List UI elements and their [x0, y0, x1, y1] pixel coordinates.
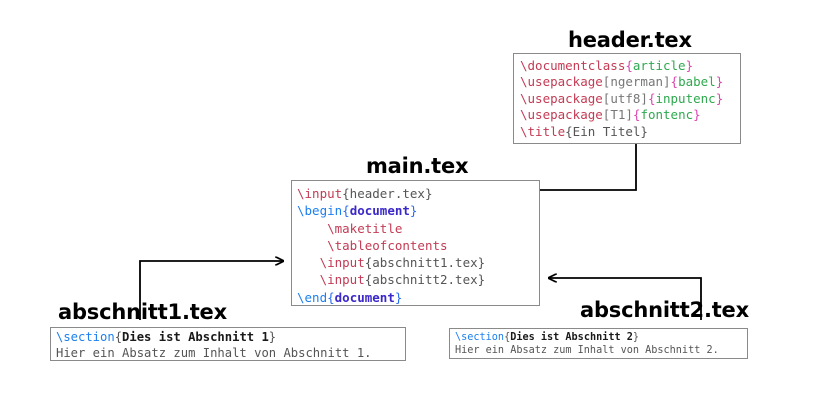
code-token: }: [685, 58, 694, 73]
code-token: {: [625, 58, 633, 73]
code-token: article: [632, 58, 686, 73]
abschnitt2-file-title: abschnitt2.tex: [580, 298, 749, 322]
code-token: [utf8]: [602, 90, 648, 106]
code-token: [297, 238, 327, 253]
code-token: [ngerman]: [602, 74, 671, 90]
abschnitt1-code-box: \section{Dies ist Abschnitt 1}Hier ein A…: [50, 327, 406, 361]
code-line: \end{document}: [297, 289, 534, 305]
code-token: }: [409, 203, 418, 219]
code-line: \input{abschnitt2.tex}: [297, 271, 534, 288]
code-token: \usepackage: [520, 90, 603, 106]
code-token: \section: [56, 330, 115, 344]
code-token: [297, 272, 320, 287]
code-token: {abschnitt2.tex}: [364, 272, 486, 288]
code-line: \usepackage[ngerman]{babel}: [520, 74, 734, 90]
code-line: \title{Ein Titel}: [520, 124, 734, 140]
code-token: }: [693, 107, 701, 123]
code-token: {: [327, 289, 335, 305]
code-token: {header.tex}: [342, 186, 433, 201]
code-token: \tableofcontents: [327, 237, 448, 253]
code-token: [297, 221, 327, 236]
code-token: document: [349, 203, 410, 219]
code-line: \input{header.tex}: [297, 185, 534, 202]
code-line: \input{abschnitt1.tex}: [297, 254, 534, 271]
code-line: Hier ein Absatz zum Inhalt von Abschnitt…: [455, 344, 742, 357]
code-token: document: [334, 289, 395, 305]
code-token: \maketitle: [327, 220, 403, 236]
code-line: \usepackage[utf8]{inputenc}: [520, 91, 734, 107]
code-token: }: [715, 90, 724, 106]
code-line: \section{Dies ist Abschnitt 2}: [455, 331, 742, 344]
code-token: {: [632, 107, 641, 123]
code-line: \tableofcontents: [297, 237, 534, 254]
code-token: }: [632, 332, 640, 343]
code-token: \section: [455, 332, 505, 343]
header-code-box: \documentclass{article}\usepackage[ngerm…: [513, 53, 741, 144]
code-token: }: [715, 74, 724, 90]
code-token: [T1]: [602, 107, 633, 123]
code-token: [297, 255, 320, 270]
code-line: Hier ein Absatz zum Inhalt von Abschnitt…: [56, 345, 400, 361]
code-line: \usepackage[T1]{fontenc}: [520, 107, 734, 123]
code-token: fontenc: [640, 107, 694, 123]
code-line: \begin{document}: [297, 202, 534, 219]
code-token: Hier ein Absatz zum Inhalt von Abschnitt…: [56, 345, 372, 360]
code-token: {: [342, 203, 350, 219]
code-token: Hier ein Absatz zum Inhalt von Abschnitt…: [455, 345, 719, 357]
code-token: \usepackage: [520, 74, 603, 90]
abschnitt1-file-title: abschnitt1.tex: [58, 300, 227, 324]
code-token: babel: [678, 74, 716, 90]
code-token: {: [114, 330, 123, 344]
code-line: \documentclass{article}: [520, 58, 734, 74]
code-token: {: [504, 332, 511, 343]
code-token: \documentclass: [520, 58, 626, 73]
code-token: {abschnitt1.tex}: [364, 255, 486, 271]
code-token: }: [268, 330, 277, 344]
code-token: {: [647, 90, 656, 106]
header-file-title: header.tex: [568, 28, 692, 52]
code-token: \input: [319, 255, 365, 271]
code-line: \maketitle: [297, 220, 534, 237]
code-token: \begin: [297, 203, 343, 219]
code-token: {Ein Titel}: [565, 123, 648, 139]
code-line: \section{Dies ist Abschnitt 1}: [56, 330, 400, 346]
code-token: Dies ist Abschnitt 1: [122, 330, 269, 344]
code-token: \title: [520, 123, 566, 139]
code-token: }: [394, 289, 403, 305]
code-token: inputenc: [655, 90, 716, 106]
code-token: {: [670, 74, 679, 90]
code-token: \end: [297, 289, 328, 305]
main-code-box: \input{header.tex}\begin{document} \make…: [291, 180, 540, 306]
code-token: \usepackage: [520, 107, 603, 123]
code-token: \input: [319, 272, 365, 288]
abschnitt2-code-box: \section{Dies ist Abschnitt 2}Hier ein A…: [449, 328, 748, 359]
code-token: Dies ist Abschnitt 2: [510, 332, 633, 343]
code-token: \input: [297, 186, 343, 201]
main-file-title: main.tex: [366, 154, 469, 178]
